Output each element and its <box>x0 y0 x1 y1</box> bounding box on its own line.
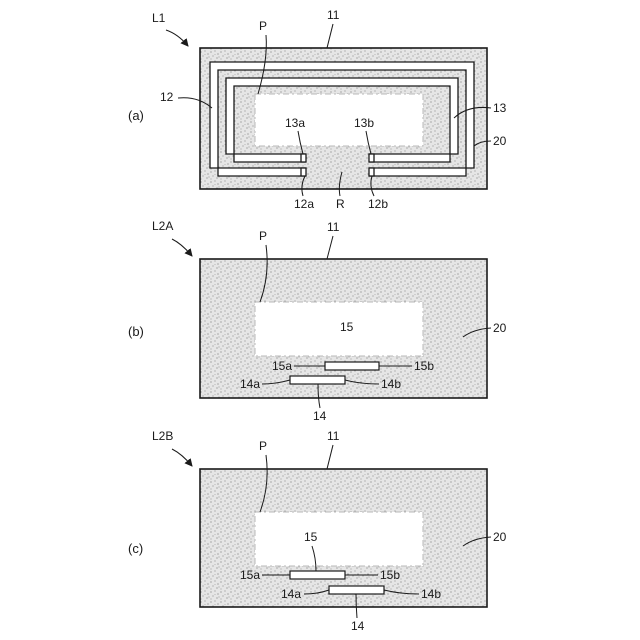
conductor-14-c <box>329 586 384 594</box>
end-12b-label: 12b <box>368 197 388 211</box>
panel-a: (a) L1 11 P 12 13 20 13a 13b 12a R 12 <box>128 8 507 211</box>
region-p-b-label: P <box>259 229 267 243</box>
region-p-b <box>255 302 423 356</box>
end-cap-13a <box>301 154 306 162</box>
coil-12-label: 12 <box>160 90 174 104</box>
body-11-c-leader <box>327 445 333 469</box>
component-l2b-arrow <box>172 449 192 466</box>
panel-b-label: (b) <box>128 324 144 339</box>
coil-13-label: 13 <box>493 101 507 115</box>
component-l1-label: L1 <box>152 11 166 25</box>
end-cap-12b <box>369 168 374 176</box>
region-p-c <box>255 512 423 566</box>
region-p-a-label: P <box>259 19 267 33</box>
end-15b-c-label: 15b <box>380 568 400 582</box>
end-cap-12a <box>301 168 306 176</box>
magnetic-20-b-label: 20 <box>493 321 507 335</box>
panel-b: (b) L2A 11 P 20 15 15a 15b 14a 14b 14 <box>128 219 507 423</box>
region-p-a <box>255 94 423 146</box>
component-l1-arrow <box>166 30 188 46</box>
panel-a-label: (a) <box>128 108 144 123</box>
conductor-14-b <box>290 376 345 384</box>
panel-c: (c) L2B 11 P 20 15 15a 15b 14a 14b 14 <box>128 429 507 633</box>
component-l2b-label: L2B <box>152 429 173 443</box>
component-l2a-label: L2A <box>152 219 173 233</box>
component-l2a-arrow <box>172 239 192 256</box>
body-11-a-label: 11 <box>327 8 340 22</box>
region-p-c-label: P <box>259 439 267 453</box>
end-cap-13b <box>369 154 374 162</box>
body-11-c-label: 11 <box>327 429 340 443</box>
end-13b-label: 13b <box>354 116 374 130</box>
end-14a-c-label: 14a <box>281 587 301 601</box>
magnetic-20-a-label: 20 <box>493 134 507 148</box>
body-11-b-label: 11 <box>327 220 340 234</box>
conductor-15-b-label: 15 <box>340 320 354 334</box>
conductor-15-c-label: 15 <box>304 530 318 544</box>
panel-c-label: (c) <box>128 541 143 556</box>
body-11-b-leader <box>327 236 333 259</box>
conductor-15-c <box>290 571 345 579</box>
conductor-14-c-label: 14 <box>351 619 365 633</box>
body-11-a-leader <box>327 24 333 48</box>
magnetic-20-c-label: 20 <box>493 530 507 544</box>
end-12a-label: 12a <box>294 197 314 211</box>
conductor-14-b-label: 14 <box>313 409 327 423</box>
end-14a-b-label: 14a <box>240 377 260 391</box>
end-15a-b-label: 15a <box>272 359 292 373</box>
end-14b-b-label: 14b <box>381 377 401 391</box>
end-15b-b-label: 15b <box>414 359 434 373</box>
end-13a-label: 13a <box>285 116 305 130</box>
conductor-15-b <box>325 362 379 370</box>
gap-r-label: R <box>336 197 345 211</box>
end-15a-c-label: 15a <box>240 568 260 582</box>
end-14b-c-label: 14b <box>421 587 441 601</box>
